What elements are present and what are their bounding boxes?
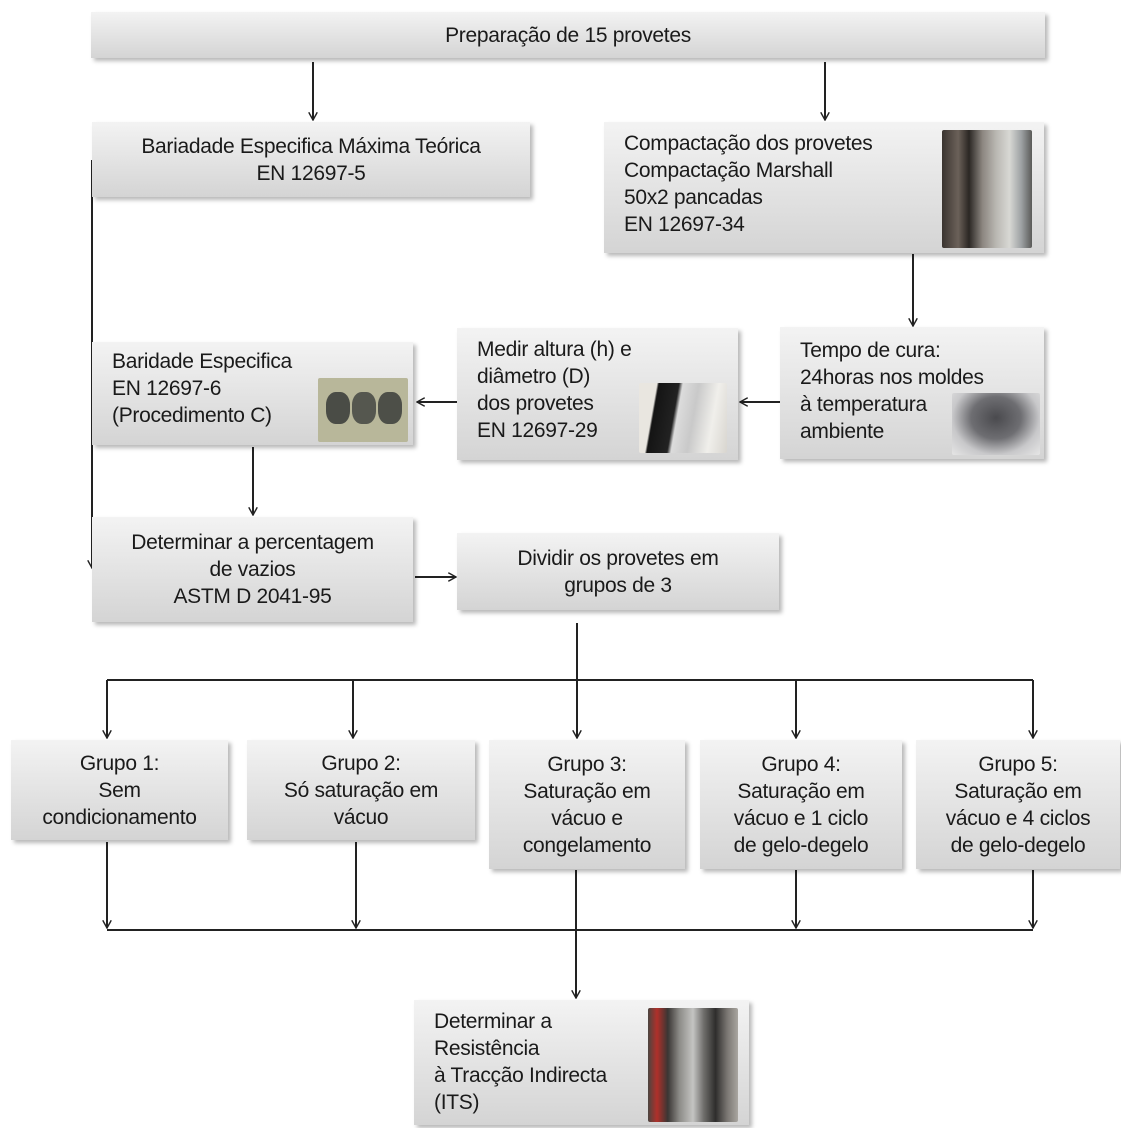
- group-3-line-1: Grupo 3:: [547, 752, 627, 776]
- compaction-line-2: Compactação Marshall: [624, 159, 833, 182]
- bulk-density-line-1: Baridade Especifica: [112, 350, 292, 373]
- group-2-line-3: vácuo: [333, 805, 389, 829]
- specimen-in-mould-photo: [952, 393, 1040, 455]
- group-1-line-1: Grupo 1:: [79, 751, 160, 775]
- group-2-line-2: Só saturação em: [283, 778, 439, 802]
- group-5-box: Grupo 5: Saturação em vácuo e 4 ciclos d…: [916, 740, 1120, 869]
- voids-box: Determinar a percentagem de vazios ASTM …: [92, 517, 413, 622]
- group-5-line-2: Saturação em: [954, 779, 1082, 803]
- caliper-measurement-photo: [639, 383, 727, 453]
- max-density-box: Bariadade Especifica Máxima Teórica EN 1…: [92, 122, 530, 197]
- measure-line-1: Medir altura (h) e: [477, 338, 632, 361]
- group-1-box: Grupo 1: Sem condicionamento: [11, 740, 228, 840]
- bulk-density-line-3: (Procedimento C): [112, 404, 272, 427]
- max-density-line-2: EN 12697-5: [256, 161, 366, 185]
- marshall-compactor-photo: [942, 130, 1032, 248]
- measure-line-2: diâmetro (D): [477, 365, 591, 388]
- group-1-line-2: Sem: [98, 778, 141, 802]
- curing-box: Tempo de cura: 24horas nos moldes à temp…: [780, 327, 1044, 459]
- divide-line-1: Dividir os provetes em: [517, 546, 719, 570]
- group-4-line-3: vácuo e 1 ciclo: [733, 806, 869, 830]
- group-4-line-1: Grupo 4:: [761, 752, 841, 776]
- bulk-density-line-2: EN 12697-6: [112, 377, 222, 400]
- divide-line-2: grupos de 3: [564, 573, 672, 597]
- curing-line-2: 24horas nos moldes: [800, 366, 984, 389]
- curing-line-4: ambiente: [800, 420, 884, 443]
- its-testing-machine-photo: [648, 1008, 738, 1122]
- curing-line-3: à temperatura: [800, 393, 927, 416]
- group-2-box: Grupo 2: Só saturação em vácuo: [247, 740, 475, 840]
- group-5-line-3: vácuo e 4 ciclos: [945, 806, 1091, 830]
- curing-line-1: Tempo de cura:: [800, 339, 941, 362]
- voids-line-2: de vazios: [209, 558, 296, 581]
- its-line-4: (ITS): [434, 1091, 480, 1114]
- compaction-line-4: EN 12697-34: [624, 213, 745, 236]
- group-4-line-2: Saturação em: [737, 779, 865, 803]
- prep-box: Preparação de 15 provetes: [91, 12, 1045, 58]
- group-4-box: Grupo 4: Saturação em vácuo e 1 ciclo de…: [700, 740, 902, 869]
- three-specimens-photo: [318, 378, 408, 442]
- group-5-line-4: de gelo-degelo: [950, 833, 1086, 857]
- compaction-box: Compactação dos provetes Compactação Mar…: [604, 122, 1044, 253]
- its-line-3: à Tracção Indirecta: [434, 1064, 607, 1087]
- max-density-line-1: Bariadade Especifica Máxima Teórica: [141, 134, 481, 158]
- group-3-line-3: vácuo e: [551, 806, 623, 830]
- divide-box: Dividir os provetes em grupos de 3: [457, 533, 779, 610]
- its-box: Determinar a Resistência à Tracção Indir…: [414, 1000, 749, 1125]
- voids-line-1: Determinar a percentagem: [131, 531, 374, 554]
- group-4-line-4: de gelo-degelo: [733, 833, 869, 857]
- group-2-line-1: Grupo 2:: [321, 751, 401, 775]
- prep-label: Preparação de 15 provetes: [445, 23, 691, 47]
- group-1-line-3: condicionamento: [42, 805, 197, 829]
- its-line-1: Determinar a: [434, 1010, 552, 1033]
- group-3-box: Grupo 3: Saturação em vácuo e congelamen…: [489, 740, 685, 869]
- compaction-line-1: Compactação dos provetes: [624, 132, 873, 155]
- measure-line-3: dos provetes: [477, 392, 594, 415]
- group-5-line-1: Grupo 5:: [978, 752, 1058, 776]
- measure-line-4: EN 12697-29: [477, 419, 598, 442]
- bulk-density-box: Baridade Especifica EN 12697-6 (Procedim…: [92, 342, 413, 445]
- group-3-line-4: congelamento: [522, 833, 652, 857]
- compaction-line-3: 50x2 pancadas: [624, 186, 763, 209]
- measure-box: Medir altura (h) e diâmetro (D) dos prov…: [457, 328, 738, 460]
- group-3-line-2: Saturação em: [523, 779, 651, 803]
- voids-line-3: ASTM D 2041-95: [173, 585, 332, 608]
- its-line-2: Resistência: [434, 1037, 540, 1060]
